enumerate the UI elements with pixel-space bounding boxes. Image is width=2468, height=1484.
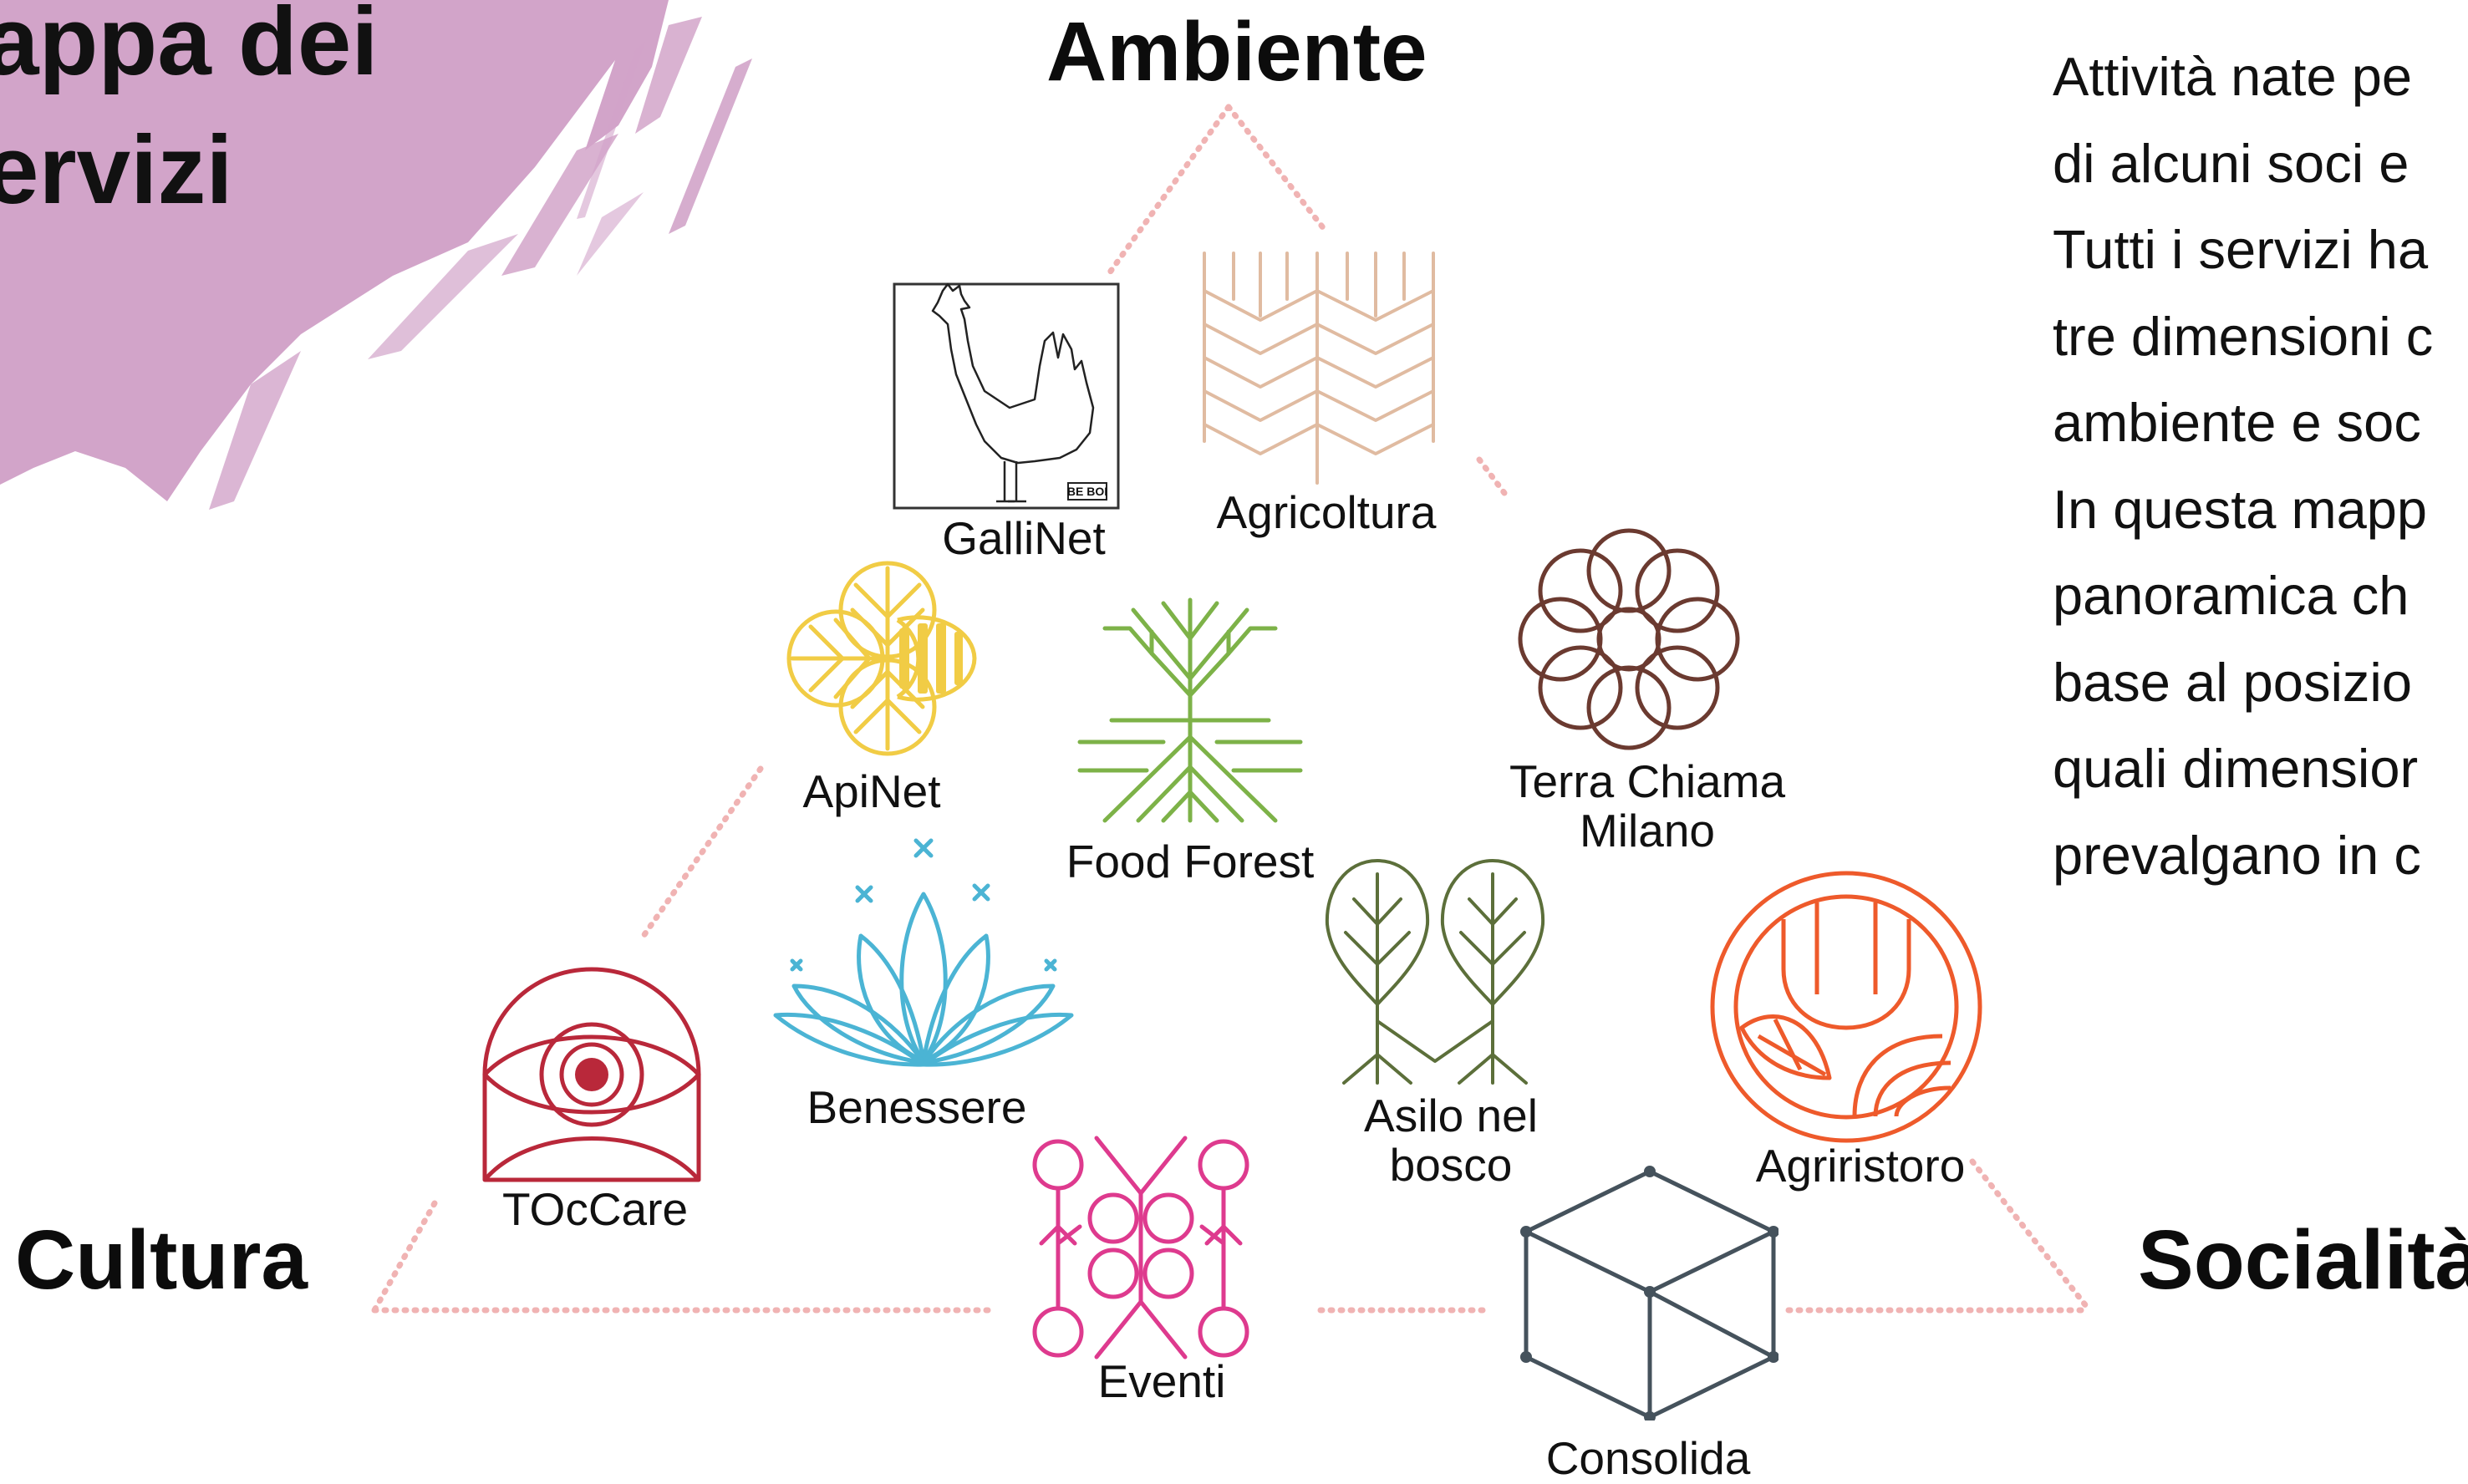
benessere-lotus-icon [773,838,1074,1067]
page-title-line-1: appa dei [0,0,379,95]
asilo-trees-icon [1325,859,1545,1085]
service-label-consolida: Consolida [1545,1432,1751,1484]
service-label-agriristoro: Agriristoro [1755,1140,1966,1192]
food-forest-tree-icon [1077,597,1303,823]
apinet-bee-icon [786,561,977,756]
axis-label-top: Ambiente [1046,5,1427,99]
axis-label-right: Socialità [2138,1213,2468,1307]
service-label-benessere: Benessere [807,1081,1027,1133]
terra-chiama-flower-icon [1518,528,1740,750]
terra-chiama-line-2: Milano [1579,805,1716,857]
eventi-network-icon [1032,1136,1249,1359]
service-label-gallinet: GalliNet [942,512,1106,564]
service-label-agricoltura: Agricoltura [1216,486,1437,538]
gallinet-badge-text: BE BOI [1067,485,1107,498]
agricoltura-wheat-icon [1203,252,1435,485]
service-label-asilo-nel-bosco: Asilo nel bosco [1364,1090,1538,1192]
gallinet-rooster-icon: BE BOI [893,282,1120,510]
terra-chiama-line-1: Terra Chiama [1509,755,1786,807]
asilo-line-2: bosco [1389,1139,1513,1192]
axis-label-left: Cultura [15,1213,308,1307]
service-label-apinet: ApiNet [802,765,941,817]
service-label-food-forest: Food Forest [1066,836,1315,887]
service-label-toccare: TOcCare [501,1183,689,1235]
service-label-eventi: Eventi [1097,1355,1226,1407]
consolida-cube-icon [1520,1166,1778,1420]
description-text: Attività nate pe di alcuni soci e Tutti … [2053,46,2434,886]
page-title: appa dei ervizi [0,0,379,234]
brush-stroke-decoration [0,0,752,510]
asilo-line-1: Asilo nel [1364,1090,1538,1141]
agriristoro-emblem-icon [1710,871,1982,1143]
page-title-line-2: ervizi [0,115,233,224]
service-label-terra-chiama-milano: Terra Chiama Milano [1509,755,1786,857]
toccare-eye-icon [482,967,701,1182]
